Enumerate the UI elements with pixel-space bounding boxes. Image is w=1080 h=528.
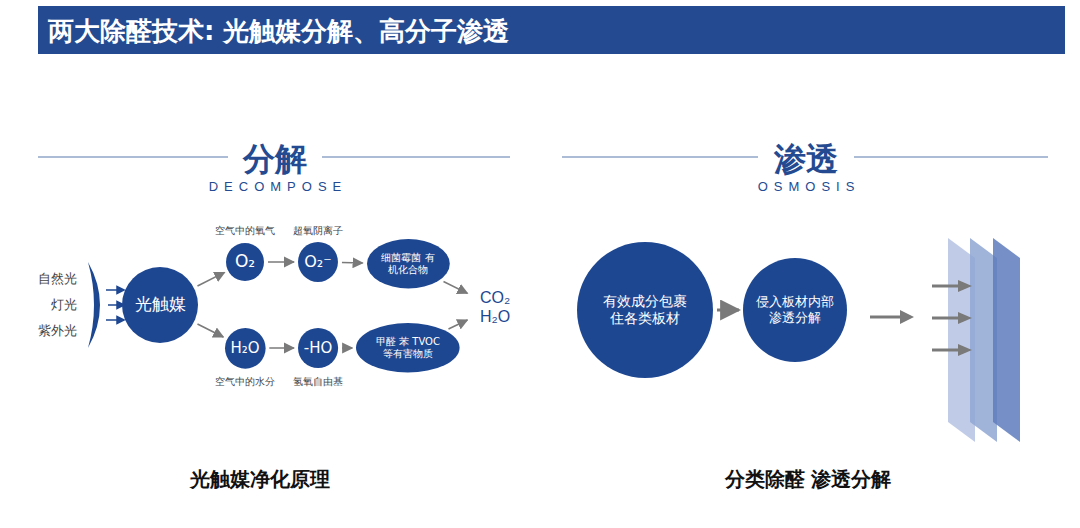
- light-source: 灯光: [51, 296, 77, 314]
- flow-arrow: [342, 262, 363, 264]
- flow-arrow: [448, 320, 467, 329]
- callout: 空气中的氧气: [215, 224, 275, 238]
- section-heading: 分解: [243, 138, 307, 182]
- node-text: 细菌霉菌 有机化合物: [380, 252, 436, 277]
- substance-ellipse: 细菌霉菌 有机化合物: [367, 239, 450, 289]
- title-bar: 两大除醛技术: 光触媒分解、高分子渗透: [38, 6, 1065, 54]
- process-circle: -HO: [298, 328, 338, 368]
- result-node: CO₂ H₂O: [471, 285, 519, 329]
- process-circle: H₂O: [225, 328, 266, 369]
- flow-arrow: [443, 282, 467, 294]
- callout: 超氧阴离子: [293, 224, 343, 238]
- node-text: H₂O: [230, 339, 259, 358]
- process-circle: 有效成分包裹 住各类板材: [577, 242, 713, 378]
- flow-arrow: [197, 272, 224, 286]
- node-text: O₂: [235, 251, 255, 272]
- section-subtitle: DECOMPOSE: [209, 179, 348, 194]
- node-text: CO₂ H₂O: [475, 288, 515, 326]
- flow-arrow: [269, 347, 294, 349]
- node-text: 光触媒: [135, 294, 186, 315]
- process-circle: 光触媒: [122, 267, 198, 343]
- node-text: 侵入板材内部 渗透分解: [754, 294, 836, 327]
- light-source: 自然光: [38, 270, 77, 288]
- flow-arrow: [342, 347, 352, 349]
- caption-label: 光触媒净化原理: [190, 466, 330, 493]
- process-circle: O₂: [226, 243, 264, 281]
- callout: 氢氧自由基: [293, 375, 343, 389]
- light-bracket: [88, 262, 100, 348]
- flow-arrow: [197, 324, 223, 337]
- node-text: 甲醛 苯 TVOC 等有害物质: [372, 336, 444, 361]
- process-circle: O₂⁻: [298, 242, 338, 282]
- substance-ellipse: 甲醛 苯 TVOC 等有害物质: [356, 323, 460, 373]
- header-rule: [38, 156, 1048, 157]
- flow-arrow: [717, 309, 739, 312]
- callout: 空气中的水分: [215, 375, 275, 389]
- section-heading: 渗透: [774, 138, 838, 182]
- flow-arrow: [268, 261, 294, 263]
- caption-label: 分类除醛 渗透分解: [725, 466, 892, 493]
- osmosis-arrow: [870, 280, 972, 356]
- section-subtitle: OSMOSIS: [758, 179, 861, 194]
- light-source: 紫外光: [38, 322, 77, 340]
- node-text: O₂⁻: [304, 252, 331, 272]
- node-text: -HO: [304, 339, 333, 358]
- title: 两大除醛技术: 光触媒分解、高分子渗透: [48, 14, 509, 49]
- light-arrow: [106, 287, 124, 324]
- node-text: 有效成分包裹 住各类板材: [600, 293, 690, 328]
- process-circle: 侵入板材内部 渗透分解: [743, 258, 847, 362]
- board-panels: [948, 238, 1020, 442]
